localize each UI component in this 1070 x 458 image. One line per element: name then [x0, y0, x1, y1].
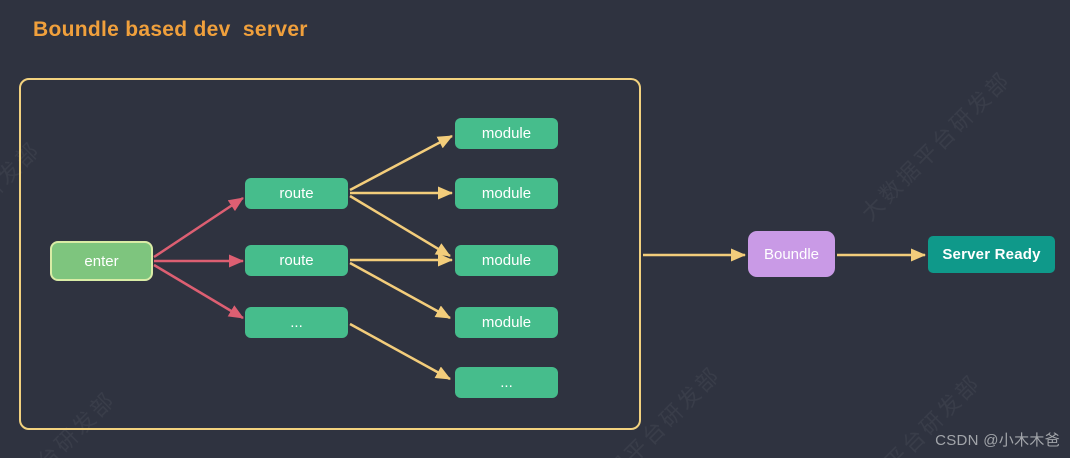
module-node-4-label: module [481, 314, 532, 331]
module-node-3: module [455, 245, 558, 276]
module-node-3-label: module [481, 252, 532, 269]
route-node-2: route [245, 245, 348, 276]
enter-node: enter [50, 241, 153, 281]
server-ready-node: Server Ready [928, 236, 1055, 273]
page-title: Boundle based dev server [33, 18, 308, 41]
route-node-ellipsis: ... [245, 307, 348, 338]
module-node-ellipsis: ... [455, 367, 558, 398]
module-node-1: module [455, 118, 558, 149]
module-node-ellipsis-label: ... [500, 374, 513, 391]
boundle-node-label: Boundle [763, 245, 820, 263]
flow-container-box [19, 78, 641, 430]
diagonal-watermark: 大数据平台研发部 [856, 66, 1016, 226]
module-node-4: module [455, 307, 558, 338]
module-node-1-label: module [481, 125, 532, 142]
module-node-2-label: module [481, 185, 532, 202]
route-node-ellipsis-label: ... [290, 314, 303, 331]
route-node-2-label: route [279, 252, 314, 269]
csdn-watermark: CSDN @小木木爸 [935, 432, 1060, 449]
boundle-node: Boundle [748, 231, 835, 277]
route-node-1-label: route [279, 185, 314, 202]
route-node-1: route [245, 178, 348, 209]
enter-node-label: enter [84, 252, 119, 270]
server-ready-node-label: Server Ready [942, 246, 1041, 263]
module-node-2: module [455, 178, 558, 209]
